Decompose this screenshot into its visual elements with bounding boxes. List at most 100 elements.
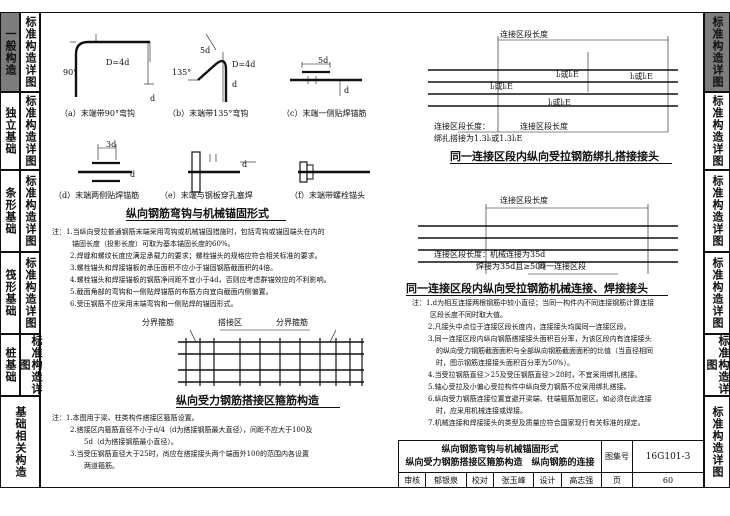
left-tab[interactable]: 条形基础 [0,170,20,252]
caption-c: （c）末端一侧贴焊锚筋 [282,109,367,118]
zone-label-left: 分界箍筋 [142,318,174,327]
bind-title: 同一连接区段内纵向受拉钢筋绑扎搭接接头 [450,150,659,163]
left-tab[interactable]: 标准构造详图 [20,92,40,170]
left-tab-label: 标准构造详图 [24,95,37,167]
right-tab[interactable]: 标准构造详图 [704,334,730,396]
lap-note: 时，图示钢筋连接接头面积百分率为50%）。 [436,359,575,367]
stirrup-note: 2.搭接区内箍筋直径不小于d/4（d为搭接钢筋最大直径），间距不应大于100及 [70,426,313,434]
title-block-title: 纵向钢筋弯钩与机械锚固形式 纵向受力钢筋搭接区箍筋构造 纵向钢筋的连接 [398,440,602,473]
title-underline [450,163,672,164]
bind-ll-3: lₗ或lₗE [490,82,513,91]
left-nav: 一般构造标准构造详图独立基础标准构造详图条形基础标准构造详图筏形基础标准构造详图… [0,12,43,488]
right-tab[interactable]: 标准构造详图 [704,92,730,170]
stirrup-note: 5d（d为搭接钢筋最小直径）。 [84,438,178,446]
anchorage-note: 6.受压钢筋不应采用末端弯钩和一侧贴焊的锚固形式。 [70,300,238,308]
lap-note: 注：1.d为相互连接两根钢筋中较小直径；当同一构件内不同连接钢筋计算连接 [412,299,655,307]
atlas-number: 16G101-3 [632,440,704,473]
hook-angle-90: 90° [63,68,78,77]
right-tab[interactable]: 标准构造详图 [704,252,730,334]
hook-diameter-a: D=4d [106,58,130,67]
weld-5d-c: 5d [318,56,329,65]
zone-label-lap: 搭接区 [218,318,242,327]
left-tab-label: 独立基础 [4,107,17,155]
left-tab-label: 一般构造 [4,28,17,76]
lap-note: 5.轴心受拉及小偏心受拉构件中纵向受力钢筋不应采用绑扎搭接。 [428,383,631,391]
caption-a: （a）末端带90°弯钩 [60,109,135,118]
anchorage-note: 3.螺栓锚头和焊接锚板的承压面积不应小于锚固钢筋截面积的4倍。 [70,264,278,272]
right-tab-label: 标准构造详图 [711,175,724,247]
design-label: 设计 [533,472,562,488]
atlas-label: 图集号 [601,440,633,473]
lap-note: 6.纵向受力钢筋连接位置宜避开梁端、柱端箍筋加密区。如必须在此连接 [428,395,652,403]
right-tab[interactable]: 标准构造详图 [704,396,730,488]
lap-note: 区段长度不同时取大值。 [430,311,507,319]
right-tab[interactable]: 标准构造详图 [704,170,730,252]
check-label: 校对 [465,472,495,488]
stirrup-figure [178,329,364,386]
weld-3d-d: 3d [106,140,117,149]
bind-ll-4: lₗ或lₗE [548,98,571,107]
anchorage-note: 2.焊缝和螺纹长度应满足承载力的要求；螺栓锚头的规格应符合相关标准的要求。 [70,252,322,260]
zone-label-right: 分界箍筋 [276,318,308,327]
left-tab-label: 桩基础 [4,347,17,383]
hook-angle-135: 135° [172,68,192,77]
left-tab[interactable]: 基础相关构造 [0,396,40,488]
lap-note: 的纵向受力钢筋截面面积与全部纵向钢筋截面面积的比值（当直径相同 [436,347,653,355]
hook-diameter-b: D=4d [232,60,256,69]
anchorage-note: 锚固长度（投影长度）可取为基本锚固长度的60%。 [72,240,235,248]
caption-d: （d）末端两侧贴焊锚筋 [54,191,140,200]
left-tab[interactable]: 标准构造详图 [18,334,43,396]
checker-name: 张玉峰 [492,472,535,488]
caption-b: （b）末端带135°弯钩 [168,109,249,118]
hook-d-a: d [150,94,156,103]
right-tab-label: 标准构造详图 [711,16,724,88]
mech-seg-len-top: 连接区段长度 [500,196,548,205]
left-tab[interactable]: 筏形基础 [0,252,20,334]
left-tab-label: 标准构造详图 [24,16,37,88]
anchorage-note: 5.截面角部的弯钩和一侧贴焊锚筋的布筋方向宜向截面内侧偏置。 [70,288,273,296]
caption-f: （f）末端带螺栓锚头 [290,191,365,200]
left-tab[interactable]: 独立基础 [0,92,20,170]
left-tab[interactable]: 桩基础 [0,334,20,396]
lap-note: 3.同一连接区段内纵向钢筋搭接接头面积百分率，为该区段内有连接接头 [428,335,652,343]
weld-d-d: d [130,170,136,179]
weld-d-c: d [344,86,350,95]
designer-name: 高志强 [560,472,603,488]
reviewer-name: 郁银泉 [425,472,467,488]
lap-note: 7.机械连接和焊接接头的类型及质量应符合国家现行有关标准的规定。 [428,419,645,427]
right-tab-label: 标准构造详图 [711,257,724,329]
left-tab-label: 标准构造详图 [24,175,37,247]
hook-d-b: d [232,80,238,89]
left-tab-label: 基础相关构造 [14,406,27,478]
stirrup-title: 纵向受力钢筋搭接区箍筋构造 [176,394,319,407]
anchorage-note: 4.螺栓锚头和焊接锚板的钢筋净间距不宜小于4d，否则应考虑群锚效应的不利影响。 [70,276,331,284]
mech-seg-formula: 连接区段长度：机械连接为35d [434,250,546,259]
hook-5d: 5d [200,46,211,55]
left-tab[interactable]: 一般构造 [0,12,20,92]
left-tab-label: 条形基础 [4,187,17,235]
lap-figures [418,36,678,275]
title-block: 纵向钢筋弯钩与机械锚固形式 纵向受力钢筋搭接区箍筋构造 纵向钢筋的连接 图集号 … [397,440,704,488]
bind-formula: 绑扎搭接为1.3lₗ或1.3lₗE [434,134,523,143]
stirrup-note: 两道箍筋。 [84,462,119,470]
right-tab-label: 标准构造详图 [711,95,724,167]
right-tab[interactable]: 标准构造详图 [704,12,730,92]
left-tab[interactable]: 标准构造详图 [20,12,40,92]
mech-weld-formula: 焊接为35d且≥500 [476,262,546,271]
right-tab-label: 标准构造详图 [711,406,724,478]
left-tab[interactable]: 标准构造详图 [20,170,40,252]
caption-e: （e）末端与钢板穿孔塞焊 [160,191,253,200]
lap-note: 4.当受拉钢筋直径＞25及受压钢筋直径＞28时，不宜采用绑扎搭接。 [428,371,642,379]
right-nav: 标准构造详图标准构造详图标准构造详图标准构造详图标准构造详图标准构造详图 [704,12,730,488]
bind-ll-2: lₗ或lₗE [630,72,653,81]
drawing-frame [40,12,704,488]
title-line-2: 纵向受力钢筋搭接区箍筋构造 纵向钢筋的连接 [405,457,595,468]
mech-same-seg: 同一连接区段 [538,262,586,271]
left-tab[interactable]: 标准构造详图 [20,252,40,334]
anchorage-title: 纵向钢筋弯钩与机械锚固形式 [126,207,269,220]
left-tab-label: 筏形基础 [4,269,17,317]
left-tab-label: 标准构造详图 [24,257,37,329]
right-tab-label: 标准构造详图 [705,335,730,395]
bind-seg-formula: 连接区段长度： [434,122,490,131]
